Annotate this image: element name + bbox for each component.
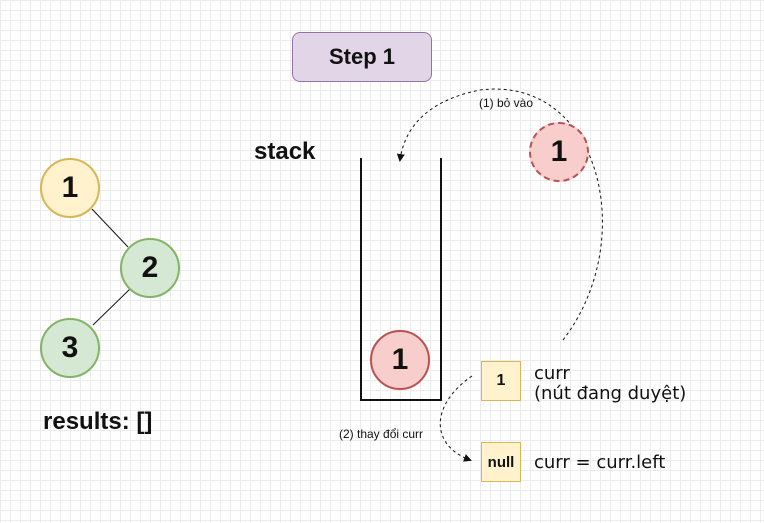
null-value-box: null [481, 442, 521, 482]
tree-node-2: 2 [120, 238, 180, 298]
curr-description: (nút đang duyệt) [534, 383, 687, 404]
tree-edge-2-3 [92, 288, 131, 326]
stack-label: stack [254, 138, 316, 165]
tree-node-2-label: 2 [141, 251, 159, 284]
push-arrow [396, 88, 603, 341]
tree-node-3-label: 3 [61, 331, 79, 364]
change-curr-arrow [439, 375, 473, 462]
incoming-node: 1 [529, 122, 589, 182]
curr-value: 1 [496, 372, 506, 389]
tree-node-1-label: 1 [61, 171, 79, 204]
tree-edge-1-2 [91, 208, 129, 248]
curr-value-box: 1 [481, 361, 521, 401]
step-title-text: Step 1 [328, 44, 396, 69]
results-label: results: [] [43, 408, 153, 435]
stack-container [360, 158, 442, 401]
change-curr-arrow-label: (2) thay đổi curr [339, 427, 424, 441]
tree-node-3: 3 [40, 318, 100, 378]
incoming-node-label: 1 [550, 135, 568, 168]
curr-assignment-label: curr = curr.left [534, 452, 666, 473]
stack-item-label: 1 [391, 343, 409, 376]
step-title: Step 1 [292, 32, 432, 82]
curr-label: curr [534, 363, 570, 384]
push-arrow-label: (1) bỏ vào [479, 96, 534, 110]
stack-item-node: 1 [370, 330, 430, 390]
tree-node-1: 1 [40, 158, 100, 218]
null-value: null [487, 453, 515, 471]
